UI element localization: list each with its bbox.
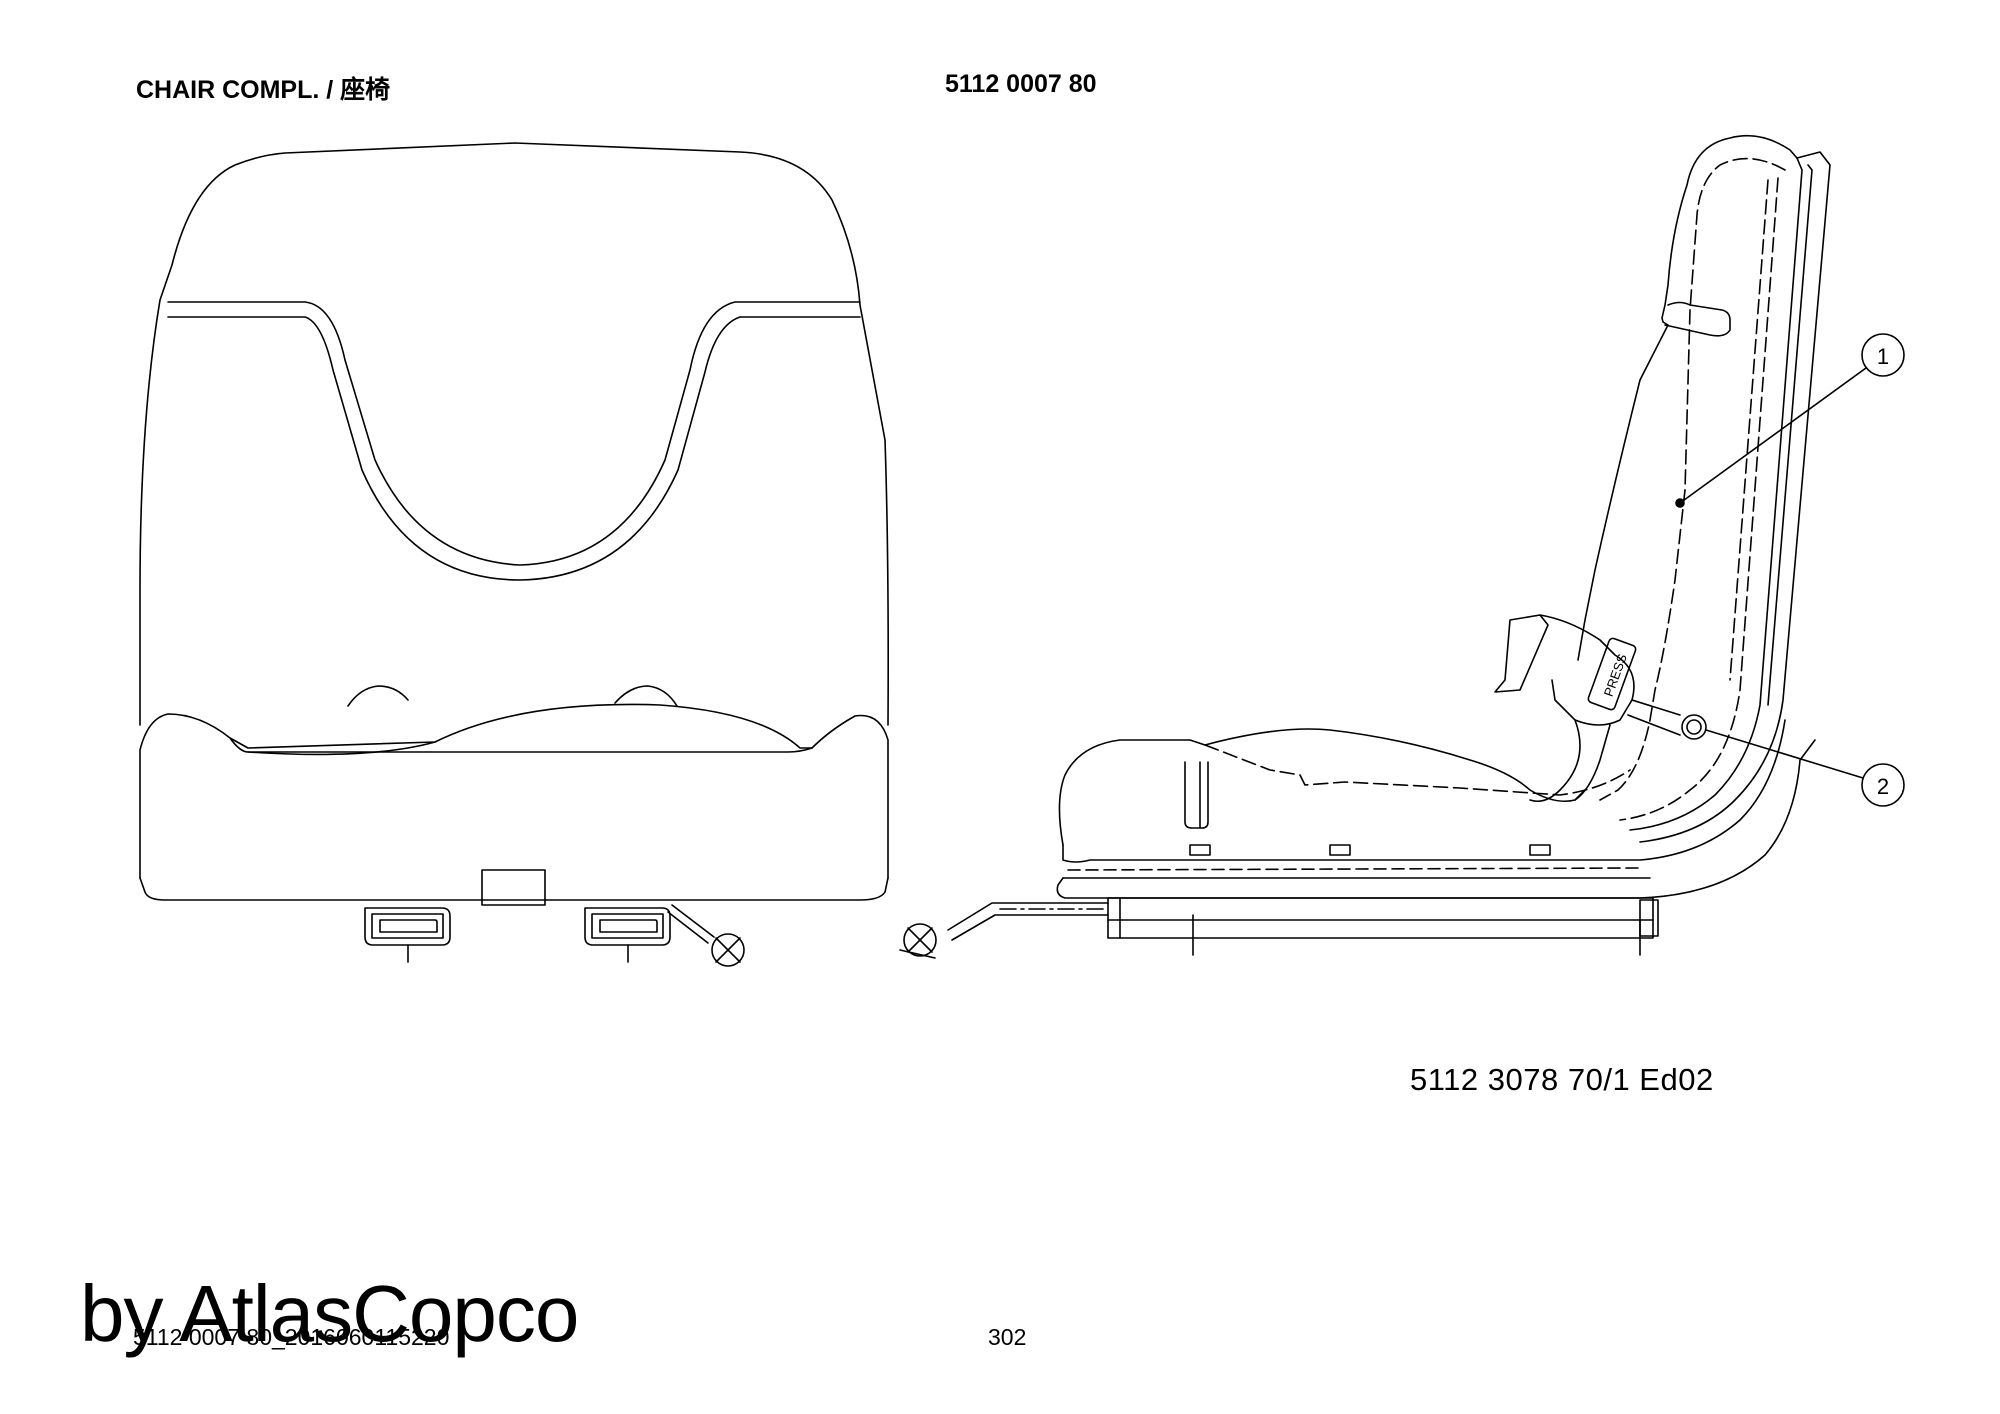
side-frame-dashed (1599, 157, 1786, 801)
svg-text:2: 2 (1877, 774, 1889, 799)
side-backrest-back (1639, 151, 1831, 843)
front-lumbar-bumps (347, 685, 409, 707)
part-number: 5112 0007 80 (945, 70, 1097, 98)
side-seatbelt: PRESS (1494, 614, 1707, 803)
callout-2: 2 (1705, 729, 1905, 807)
page-number: 302 (988, 1324, 1027, 1350)
front-backrest-outline (139, 142, 889, 726)
callout-1: 1 (1675, 333, 1905, 508)
side-backrest-outline (1577, 134, 1798, 661)
front-seat-cushion (139, 703, 889, 879)
front-view (139, 142, 889, 967)
front-adjust-lever (667, 904, 745, 967)
drawing-reference: 5112 3078 70/1 Ed02 (1410, 1062, 1714, 1097)
page-title: CHAIR COMPL. / 座椅 (136, 76, 391, 104)
seatbelt-press-label: PRESS (1601, 652, 1630, 699)
footer-file-name: 5112 0007 80_2016060115220 (133, 1324, 450, 1350)
front-rail-right (584, 907, 671, 963)
front-backrest-band (167, 301, 861, 566)
watermark: by AtlasCopco (80, 1269, 579, 1358)
side-seat-cushion (1058, 728, 1586, 846)
front-center-tab (481, 869, 546, 906)
side-view: PRESS 1 (899, 134, 1905, 959)
svg-text:1: 1 (1877, 344, 1889, 369)
front-rail-left (364, 907, 451, 963)
side-rail-assembly (899, 897, 1659, 959)
seatbelt-press-button (1587, 637, 1637, 711)
side-seat-base (1056, 739, 1816, 899)
